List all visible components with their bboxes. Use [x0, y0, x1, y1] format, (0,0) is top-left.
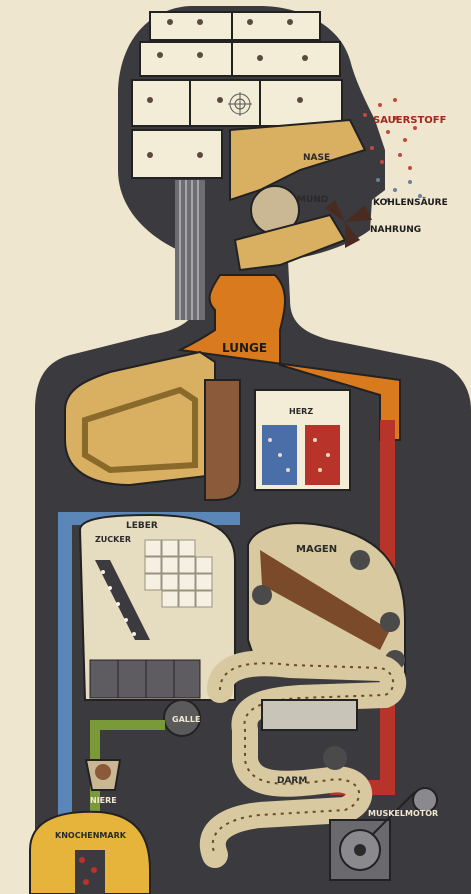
oxygen-particles [363, 98, 417, 170]
stomach-globe-1 [350, 550, 370, 570]
stomach-globe-2 [252, 585, 272, 605]
label-kohlensaure: KOHLENSÄURE [373, 197, 448, 208]
head-room-top [149, 11, 321, 41]
head-room-row3 [131, 79, 343, 127]
head-room-row2 [139, 41, 341, 77]
liver-cells [89, 659, 201, 699]
mouth-chute [233, 213, 347, 272]
label-nahrung: NAHRUNG [370, 225, 421, 235]
head-web [228, 92, 252, 116]
lung-conveyor [82, 386, 198, 474]
label-lunge: LUNGE [222, 341, 267, 355]
darm-globe [323, 746, 347, 770]
label-sauerstoff: SAUERSTOFF [373, 115, 446, 126]
stomach-slide [260, 550, 390, 650]
muscle-motor [329, 787, 438, 881]
label-niere: NIERE [90, 796, 117, 805]
label-muskelmotor: MUSKELMOTOR [368, 809, 438, 818]
label-galle: GALLE [172, 715, 200, 724]
nasal-passage [229, 118, 367, 202]
label-herz: HERZ [289, 407, 313, 416]
label-magen: MAGEN [296, 544, 337, 555]
head-room-row4 [131, 129, 223, 179]
trachea-pipe [176, 274, 401, 441]
gall-bladder [163, 699, 201, 737]
sugar-blocks [144, 539, 213, 608]
label-knochenmark: KNOCHENMARK [55, 831, 127, 840]
co2-particles [376, 178, 422, 202]
head-workers [147, 19, 308, 158]
food-propeller [325, 200, 372, 248]
liver-conveyor [95, 560, 150, 640]
label-mund: MUND [297, 195, 328, 205]
label-nase: NASE [303, 153, 330, 163]
esophagus-pipe [204, 379, 241, 501]
stomach-globe-3 [380, 612, 400, 632]
vein-left [58, 520, 72, 860]
label-darm: DARM [277, 776, 307, 786]
label-zucker: ZUCKER [95, 535, 131, 544]
label-leber: LEBER [126, 521, 158, 531]
intestine-machine [261, 699, 358, 731]
